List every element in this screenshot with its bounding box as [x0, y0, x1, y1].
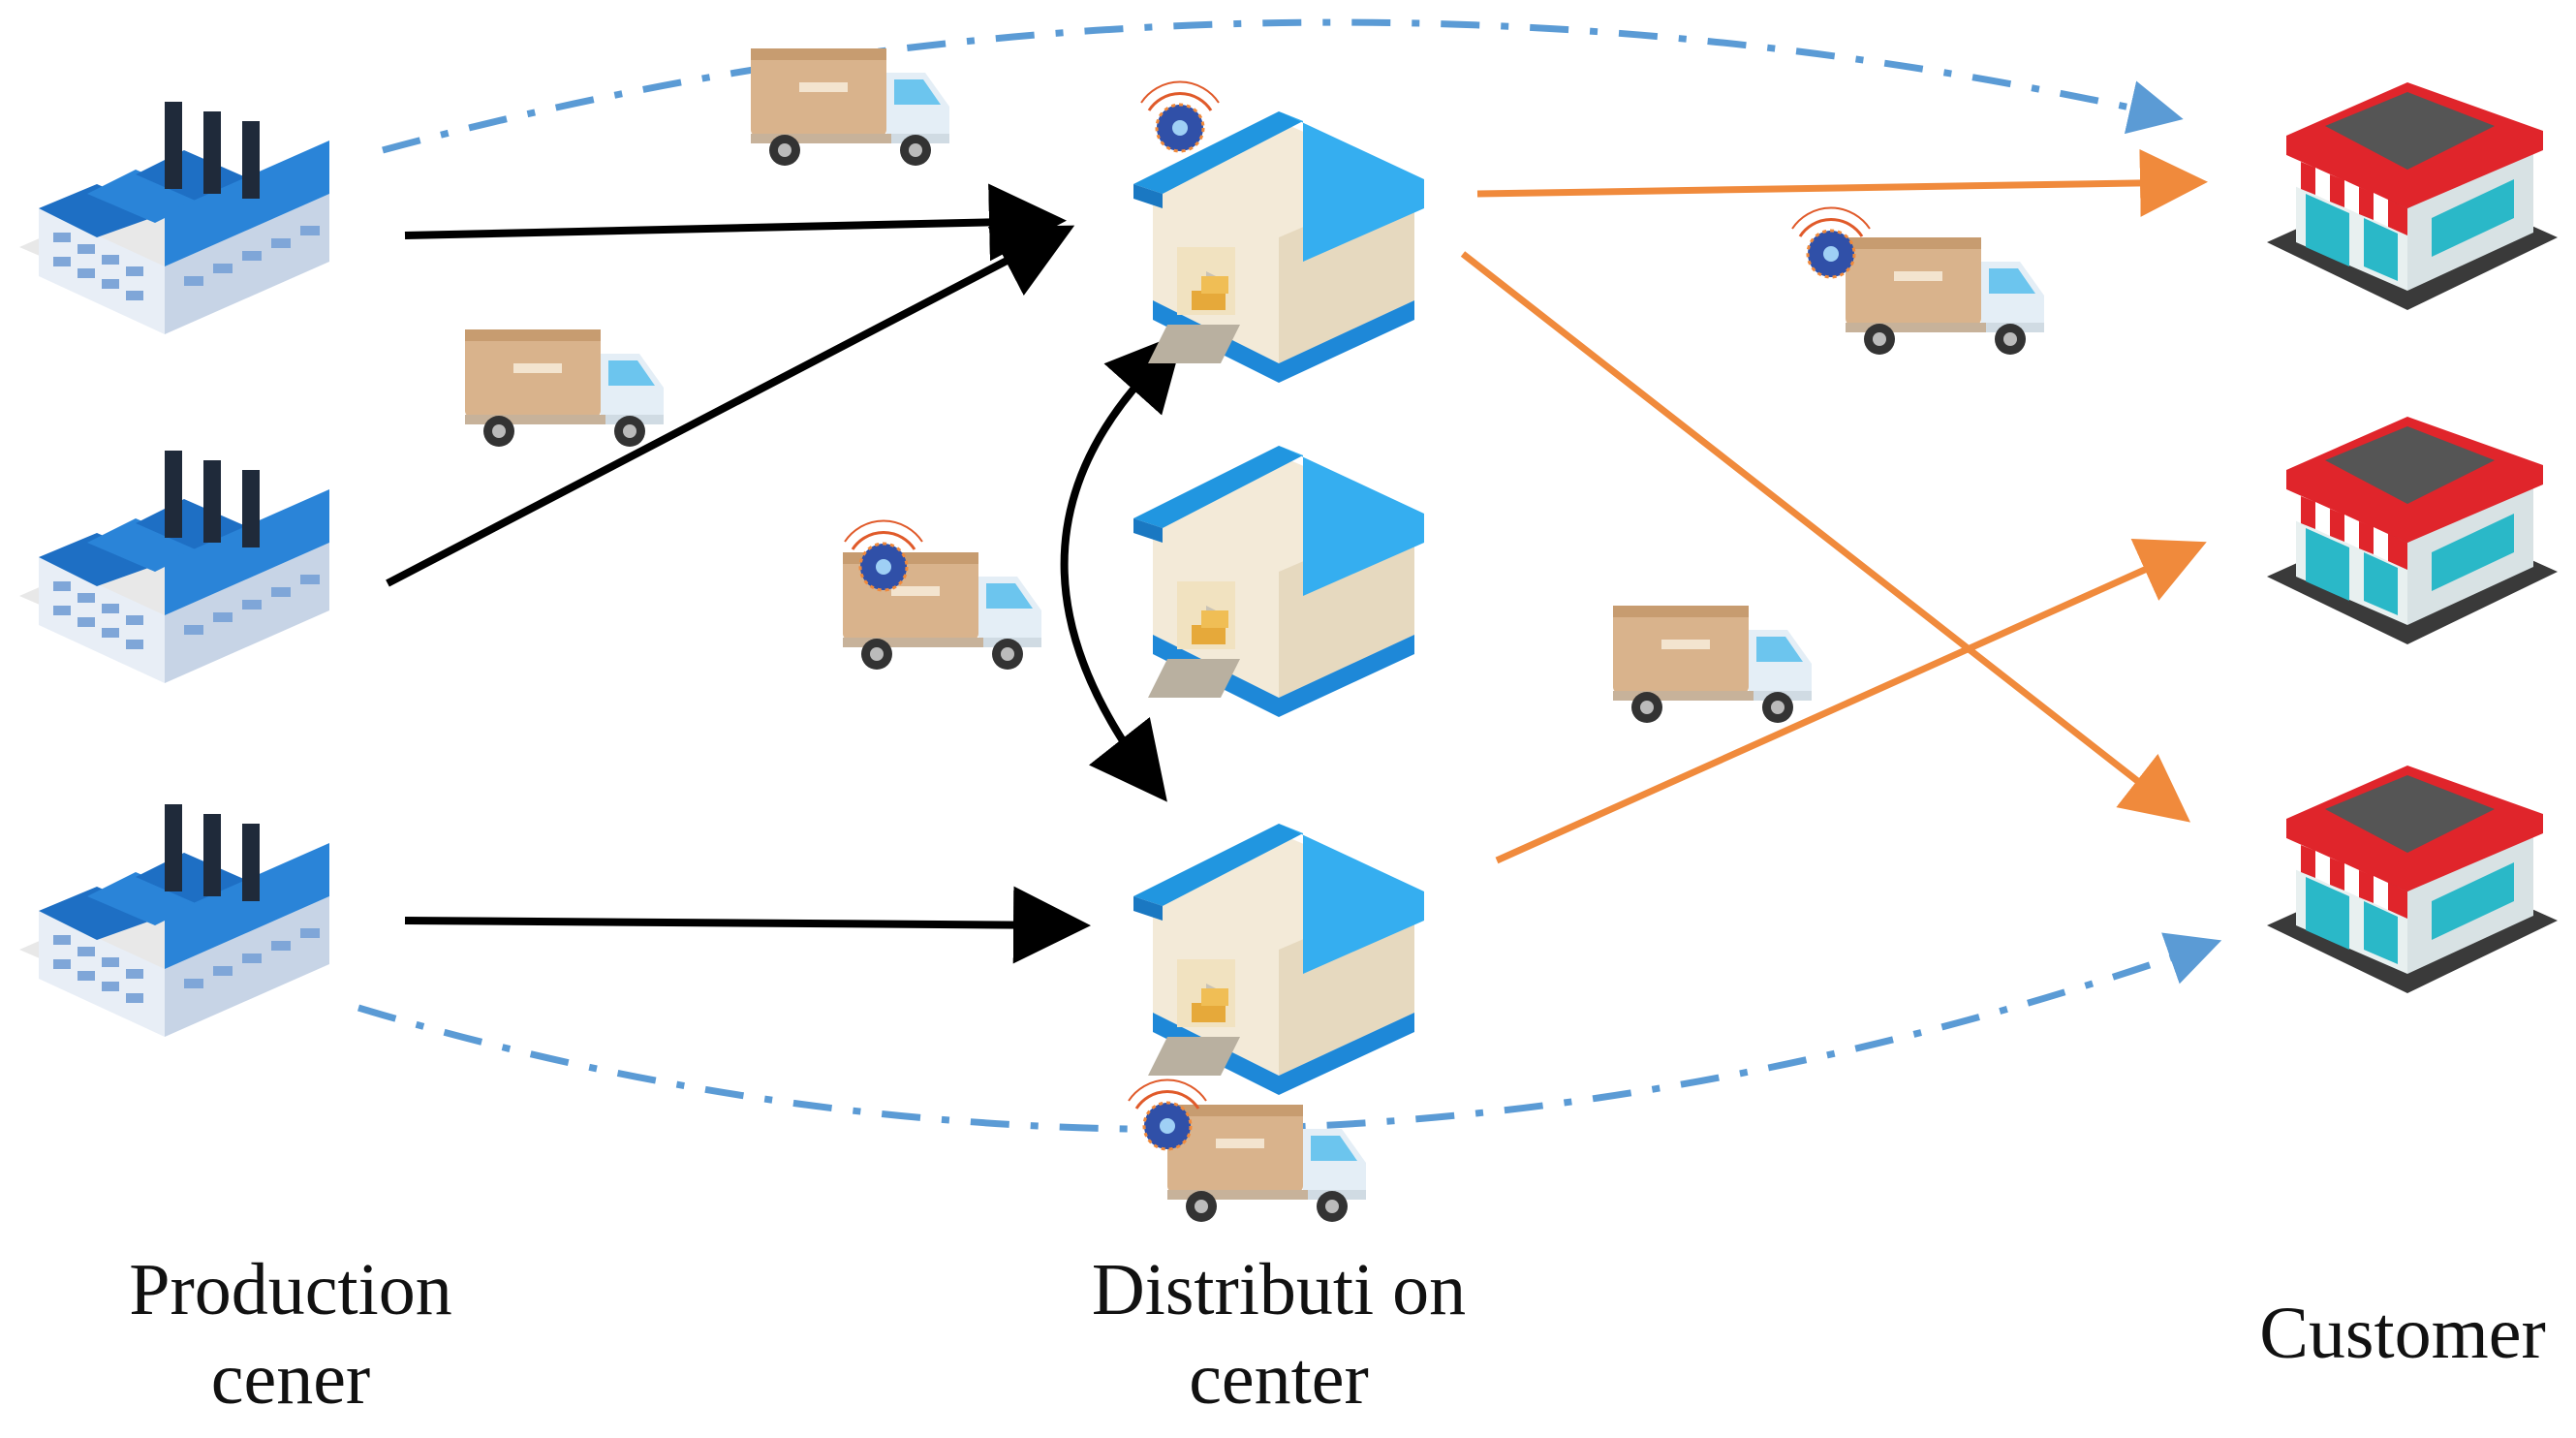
warehouse-icon	[1133, 446, 1424, 717]
delivery-truck-icon	[1613, 606, 1812, 723]
factory-icon	[19, 102, 329, 334]
flow-factory2-to-dc1	[386, 225, 1075, 587]
production-label-line2: cener	[210, 1338, 371, 1420]
factory-icon	[19, 451, 329, 683]
bypass-flow-top	[382, 18, 2184, 154]
delivery-truck-icon	[465, 329, 664, 447]
production-center-label: Production cener	[58, 1245, 523, 1423]
flow-factory1-to-dc1	[404, 183, 1067, 262]
distribution-label-line2: center	[1189, 1338, 1369, 1420]
customer-label: Customer	[2228, 1289, 2576, 1378]
iot-tracker-icon	[1139, 80, 1221, 153]
flow-dc1-dc3-transfer	[1060, 331, 1185, 802]
shop-icon	[2267, 82, 2558, 310]
shop-icon	[2267, 766, 2558, 993]
factory-icon	[19, 804, 329, 1037]
flow-dc3-to-shop2	[1495, 538, 2207, 864]
delivery-truck-icon	[1846, 237, 2044, 355]
flow-factory3-to-dc3	[404, 886, 1091, 964]
distribution-center-label: Distributi on center	[1027, 1245, 1531, 1423]
distribution-label-line1: Distributi on	[1091, 1249, 1467, 1330]
production-label-line1: Production	[129, 1249, 452, 1330]
flow-dc1-to-shop1	[1476, 148, 2208, 217]
flow-dc1-to-shop3	[1460, 251, 2191, 823]
warehouse-icon	[1133, 824, 1424, 1095]
shop-icon	[2267, 417, 2558, 644]
delivery-truck-icon	[751, 48, 949, 166]
customer-label-line1: Customer	[2259, 1293, 2546, 1374]
